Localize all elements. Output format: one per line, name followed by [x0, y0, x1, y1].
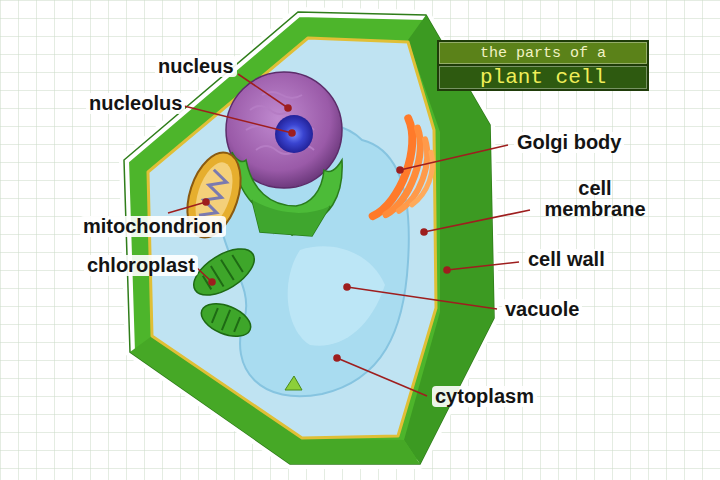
leader-dot [421, 229, 427, 235]
leader-line [238, 74, 288, 108]
leader-line [400, 145, 508, 170]
title-text: the parts of a [480, 45, 606, 62]
part-label: chloroplast [84, 255, 198, 276]
nucleolus [275, 115, 313, 153]
part-label: nucleus [155, 56, 237, 77]
golgi-body [373, 118, 447, 230]
leader-line [347, 287, 497, 309]
part-label: nucleolus [86, 93, 185, 114]
leader-dot [289, 130, 295, 136]
er-folds [252, 200, 330, 236]
part-label: cytoplasm [432, 386, 537, 407]
title-band: the parts of a [437, 40, 649, 64]
leader-dot [209, 279, 215, 285]
chromatin [246, 92, 314, 154]
vacuole-highlight [288, 246, 385, 345]
part-label: vacuole [502, 299, 582, 320]
title-band: plant cell [437, 64, 649, 91]
part-label: mitochondrion [80, 216, 226, 237]
part-label: cell wall [525, 249, 608, 270]
leader-line [337, 358, 427, 396]
title-text: plant cell [480, 66, 606, 89]
leader-dot [397, 167, 403, 173]
chloroplast [197, 297, 256, 342]
leader-dot [285, 105, 291, 111]
part-label: cell membrane [530, 178, 660, 220]
leader-line [168, 202, 206, 213]
leader-line [447, 262, 519, 270]
leader-line [424, 210, 530, 232]
er-fold-fill [252, 200, 330, 236]
leader-dot [334, 355, 340, 361]
particle [285, 376, 302, 390]
cytoplasm [148, 38, 436, 438]
leader-dot [203, 199, 209, 205]
leader-dot [344, 284, 350, 290]
leader-dot [444, 267, 450, 273]
part-label: Golgi body [514, 132, 624, 153]
leader-line [184, 106, 292, 133]
